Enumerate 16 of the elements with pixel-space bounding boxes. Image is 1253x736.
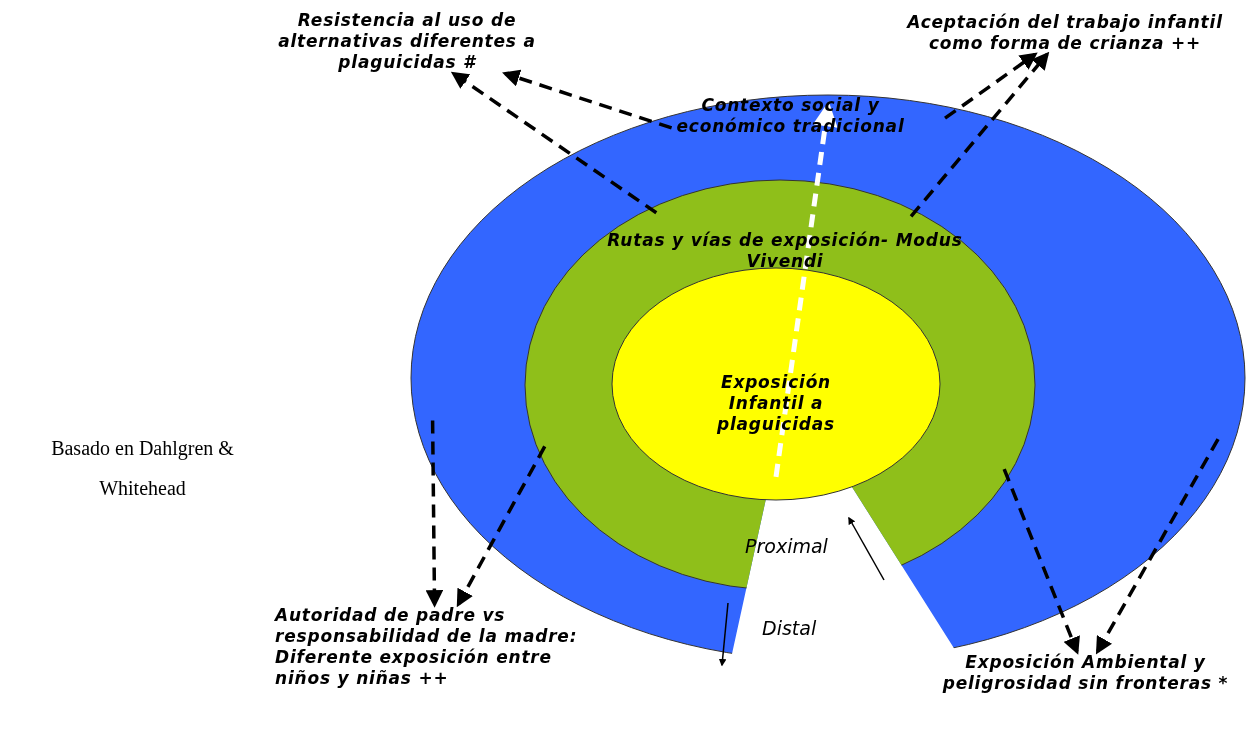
dashed-arrow xyxy=(456,445,547,608)
dashed-arrow xyxy=(1095,438,1220,655)
source-note: Basado en Dahlgren & Whitehead xyxy=(50,436,235,501)
dashed-arrow xyxy=(944,52,1038,120)
dashed-arrow xyxy=(502,69,673,130)
callout-text: Exposición Ambiental y peligrosidad sin fronteras * xyxy=(941,652,1230,694)
zone-label: Distal xyxy=(762,617,817,639)
dashed-arrow xyxy=(909,51,1050,218)
dashed-arrow xyxy=(450,71,658,215)
dashed-arrow xyxy=(425,420,444,608)
callout-text: Aceptación del trabajo infantil como forma de crianza ++ xyxy=(905,12,1224,54)
ring-label: Exposición Infantil a plaguicidas xyxy=(716,372,836,435)
dashed-arrow xyxy=(1002,468,1080,655)
ring-label: Contexto social y económico tradicional xyxy=(675,95,906,137)
callout-text: Autoridad de padre vs responsabilidad de la madre: Diferente exposición entre niños y niñas ++ xyxy=(275,605,579,689)
callout-text: Resistencia al uso de alternativas diferentes a plaguicidas # xyxy=(277,10,537,73)
